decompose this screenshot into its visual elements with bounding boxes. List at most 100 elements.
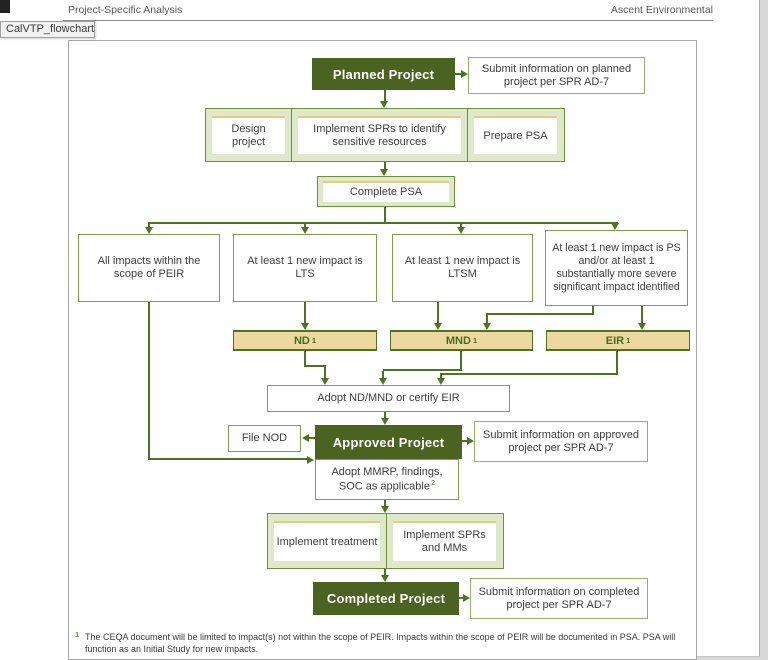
connector-line xyxy=(384,162,386,170)
connector-line xyxy=(460,351,462,371)
adopt-certify-box: Adopt ND/MND or certify EIR xyxy=(267,385,510,412)
connector-line xyxy=(592,306,594,315)
submit-planned-box: Submit information on planned project pe… xyxy=(468,57,645,94)
vertical-scrollbar[interactable] xyxy=(759,0,768,660)
eir-label: EIR xyxy=(605,334,625,347)
connector-line xyxy=(309,437,315,439)
implement-treatment-box: Implement treatment xyxy=(274,521,380,561)
connector-line xyxy=(148,224,150,228)
arrow-down-icon xyxy=(321,378,329,385)
adopt-mmrp-label: Adopt MMRP, findings, SOC as applicable2 xyxy=(319,466,455,494)
window-corner xyxy=(0,0,10,13)
connector-line xyxy=(148,222,618,224)
prep-cell: Prepare PSA xyxy=(467,109,563,161)
footnote-ref: 2 xyxy=(430,477,436,487)
prep-row-container: Design project Implement SPRs to identif… xyxy=(205,108,565,162)
connector-line xyxy=(460,224,462,228)
connector-line xyxy=(437,302,439,323)
mnd-label: MND xyxy=(445,334,471,347)
footnote-ref: 1 xyxy=(472,336,478,345)
implement-cell: Implement SPRs and MMs xyxy=(386,514,502,568)
connector-line xyxy=(383,369,462,371)
arrow-down-icon xyxy=(457,227,465,234)
prep-cell: Design project xyxy=(206,109,291,161)
arrow-down-icon xyxy=(301,323,309,330)
branch-scope-peir-box: All impacts within the scope of PEIR xyxy=(78,234,220,302)
connector-line xyxy=(486,315,488,323)
connector-line xyxy=(304,351,306,367)
prep-cell: Implement SPRs to identify sensitive res… xyxy=(291,109,467,161)
connector-line xyxy=(384,90,386,102)
adopt-mmrp-text: Adopt MMRP, findings, SOC as applicable xyxy=(331,465,443,493)
page-header-title: Project-Specific Analysis xyxy=(68,4,183,16)
connector-line xyxy=(440,373,618,375)
connector-line xyxy=(382,371,384,378)
submit-completed-box: Submit information on completed project … xyxy=(470,578,648,619)
connector-line xyxy=(304,365,326,367)
arrow-down-icon xyxy=(381,418,389,425)
branch-ps-box: At least 1 new impact is PS and/or at le… xyxy=(545,230,688,306)
design-project-box: Design project xyxy=(212,116,285,154)
complete-psa-container: Complete PSA xyxy=(317,176,455,207)
implement-sprs-box: Implement SPRs to identify sensitive res… xyxy=(298,116,461,154)
arrow-down-icon xyxy=(381,575,389,582)
arrow-down-icon xyxy=(611,223,619,230)
arrow-right-icon xyxy=(461,70,468,78)
footnote-ref: 1 xyxy=(626,336,631,345)
nd-label: ND xyxy=(293,334,310,347)
footnote-ref: 1 xyxy=(311,336,317,345)
arrow-right-icon xyxy=(467,437,474,445)
completed-project-box: Completed Project xyxy=(313,582,459,615)
connector-line xyxy=(486,313,594,315)
branch-ltsm-box: At least 1 new impact is LTSM xyxy=(392,234,533,302)
arrow-down-icon xyxy=(638,323,646,330)
connector-line xyxy=(384,207,386,224)
footnote-number: 1 xyxy=(75,630,80,639)
filename-tab[interactable]: CalVTP_flowchart xyxy=(0,21,95,38)
implement-row-container: Implement treatment Implement SPRs and M… xyxy=(267,513,504,569)
planned-project-box: Planned Project xyxy=(312,58,455,90)
connector-line xyxy=(304,302,306,323)
arrow-down-icon xyxy=(381,506,389,513)
connector-line xyxy=(304,224,306,228)
arrow-down-icon xyxy=(434,323,442,330)
connector-line xyxy=(324,367,326,378)
arrow-down-icon xyxy=(483,323,491,330)
connector-line xyxy=(616,351,618,375)
header-rule xyxy=(63,20,713,21)
connector-line xyxy=(462,440,468,442)
page-header-author: Ascent Environmental xyxy=(610,4,713,16)
connector-line xyxy=(459,597,464,599)
arrow-down-icon xyxy=(379,378,387,385)
connector-line xyxy=(384,569,386,576)
arrow-down-icon xyxy=(380,169,388,176)
footnote-text: The CEQA document will be limited to imp… xyxy=(85,632,676,654)
prepare-psa-box: Prepare PSA xyxy=(474,116,557,154)
implement-sprs-mms-box: Implement SPRs and MMs xyxy=(393,521,496,561)
connector-line xyxy=(440,375,442,378)
approved-project-box: Approved Project xyxy=(315,425,462,459)
connector-line xyxy=(641,306,643,323)
branch-lts-box: At least 1 new impact is LTS xyxy=(233,234,377,302)
arrow-right-icon xyxy=(307,456,314,464)
connector-line xyxy=(148,302,150,460)
adopt-mmrp-box: Adopt MMRP, findings, SOC as applicable2 xyxy=(315,459,459,500)
complete-psa-cell: Complete PSA xyxy=(318,177,454,206)
arrow-down-icon xyxy=(380,101,388,108)
connector-line xyxy=(384,500,386,507)
connector-line xyxy=(455,73,462,75)
arrow-down-icon xyxy=(301,227,309,234)
submit-approved-box: Submit information on approved project p… xyxy=(474,421,648,462)
arrow-down-icon xyxy=(437,378,445,385)
connector-line xyxy=(148,458,308,460)
arrow-down-icon xyxy=(145,227,153,234)
arrow-right-icon xyxy=(463,594,470,602)
arrow-left-icon xyxy=(302,434,309,442)
implement-cell: Implement treatment xyxy=(268,514,386,568)
file-nod-box: File NOD xyxy=(228,425,301,452)
complete-psa-box: Complete PSA xyxy=(323,181,449,202)
